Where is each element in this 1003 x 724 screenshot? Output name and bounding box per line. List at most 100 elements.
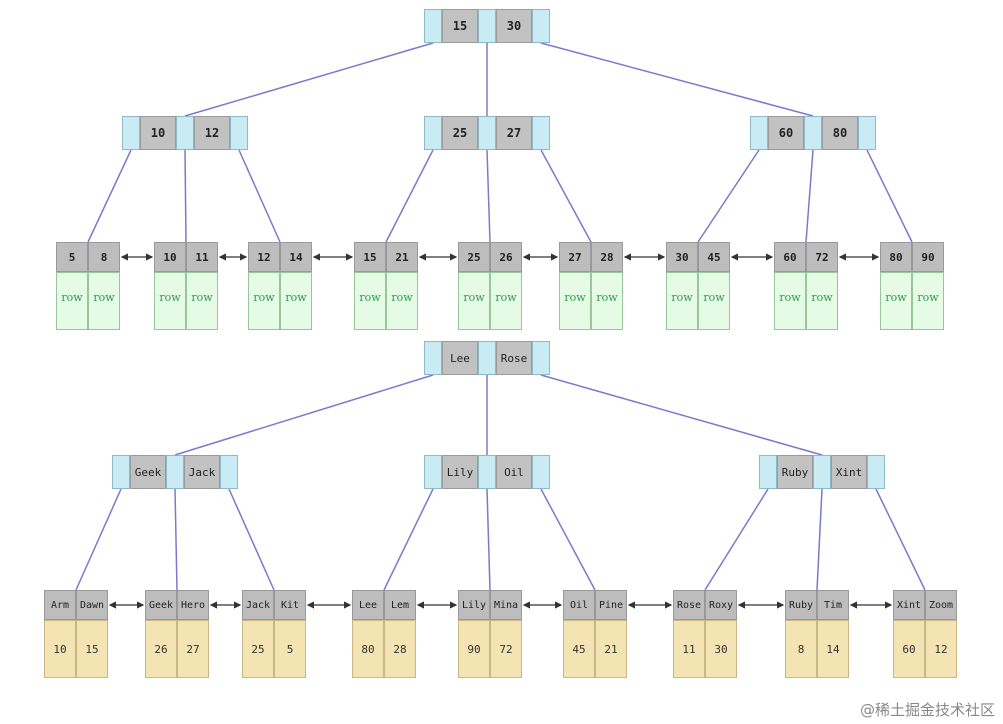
- internal-to-leaf-edge: [486, 488, 491, 591]
- leaf-key-cell: Oil: [563, 590, 595, 620]
- leaf-key-cell: Pine: [595, 590, 627, 620]
- leaf-key-cell: 90: [912, 242, 944, 272]
- row-data-cell: row: [666, 272, 698, 330]
- pointer-cell: [532, 9, 550, 43]
- row-data-cell: row: [698, 272, 730, 330]
- key-cell: Oil: [496, 455, 532, 489]
- row-data-cell: row: [88, 272, 120, 330]
- internal-to-leaf-edge: [540, 488, 596, 591]
- value-cell: 14: [817, 620, 849, 678]
- leaf-key-cell: Kit: [274, 590, 306, 620]
- leaf-key-cell: Zoom: [925, 590, 957, 620]
- pointer-cell: [532, 116, 550, 150]
- pointer-cell: [532, 455, 550, 489]
- value-cell: 27: [177, 620, 209, 678]
- value-cell: 90: [458, 620, 490, 678]
- pointer-cell: [478, 341, 496, 375]
- leaf-key-cell: 21: [386, 242, 418, 272]
- key-cell: Lee: [442, 341, 478, 375]
- leaf-key-cell: 80: [880, 242, 912, 272]
- internal-to-leaf-edge: [805, 149, 814, 243]
- row-data-cell: row: [559, 272, 591, 330]
- leaf-key-cell: 8: [88, 242, 120, 272]
- key-cell: Lily: [442, 455, 478, 489]
- internal-to-leaf-edge: [238, 149, 281, 243]
- pointer-cell: [478, 116, 496, 150]
- leaf-key-cell: 30: [666, 242, 698, 272]
- key-cell: Ruby: [777, 455, 813, 489]
- watermark: @稀土掘金技术社区: [859, 701, 995, 719]
- pointer-cell: [424, 9, 442, 43]
- internal-to-leaf-edge: [184, 149, 187, 243]
- leaf-key-cell: 28: [591, 242, 623, 272]
- leaf-key-cell: 10: [154, 242, 186, 272]
- value-cell: 25: [242, 620, 274, 678]
- row-data-cell: row: [880, 272, 912, 330]
- internal-to-leaf-edge: [486, 149, 491, 243]
- pointer-cell: [220, 455, 238, 489]
- pointer-cell: [532, 341, 550, 375]
- value-cell: 5: [274, 620, 306, 678]
- row-data-cell: row: [56, 272, 88, 330]
- leaf-key-cell: Xint: [893, 590, 925, 620]
- pointer-cell: [230, 116, 248, 150]
- leaf-key-cell: Hero: [177, 590, 209, 620]
- key-cell: Xint: [831, 455, 867, 489]
- leaf-key-cell: Geek: [145, 590, 177, 620]
- value-cell: 30: [705, 620, 737, 678]
- pointer-cell: [424, 116, 442, 150]
- internal-to-leaf-edge: [816, 488, 823, 591]
- internal-to-leaf-edge: [697, 149, 760, 243]
- row-data-cell: row: [912, 272, 944, 330]
- value-cell: 10: [44, 620, 76, 678]
- key-cell: 25: [442, 116, 478, 150]
- root-to-internal-edge: [540, 42, 814, 117]
- leaf-key-cell: Tim: [817, 590, 849, 620]
- leaf-key-cell: 12: [248, 242, 280, 272]
- leaf-key-cell: Rose: [673, 590, 705, 620]
- pointer-cell: [867, 455, 885, 489]
- internal-to-leaf-edge: [866, 149, 913, 243]
- leaf-key-cell: 72: [806, 242, 838, 272]
- row-data-cell: row: [248, 272, 280, 330]
- key-cell: Rose: [496, 341, 532, 375]
- internal-to-leaf-edge: [540, 149, 592, 243]
- leaf-key-cell: Ruby: [785, 590, 817, 620]
- pointer-cell: [813, 455, 831, 489]
- internal-node: Lily Oil: [424, 455, 550, 489]
- row-data-cell: row: [458, 272, 490, 330]
- row-data-cell: row: [490, 272, 522, 330]
- pointer-cell: [424, 455, 442, 489]
